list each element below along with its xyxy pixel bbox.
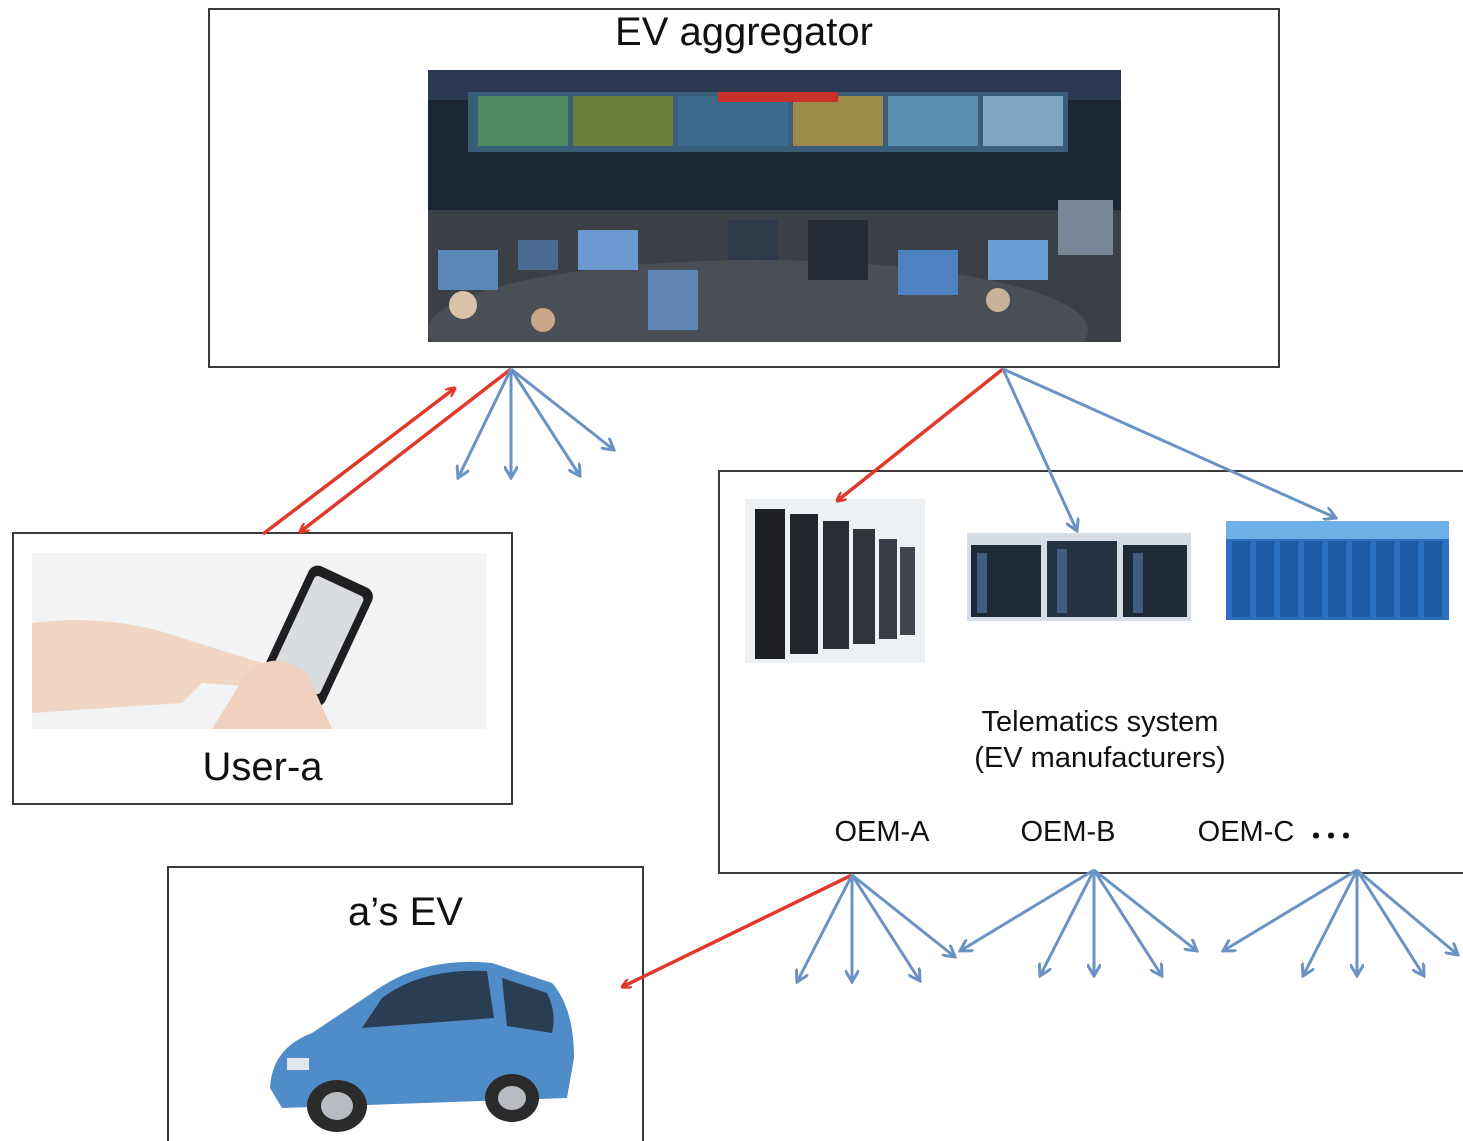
blue-arrow-oem-a-fan-1	[797, 874, 854, 982]
blue-arrow-aggregator-fan-1	[458, 368, 513, 478]
oem-b-label: OEM-B	[1020, 816, 1116, 848]
blue-arrow-oem-a-fan-3	[850, 874, 920, 981]
blue-arrow-oem-b-fan-5	[1093, 868, 1197, 951]
oem-c-label: OEM-C	[1197, 816, 1295, 848]
blue-arrow-oem-b-fan-4	[1092, 869, 1162, 976]
ev-label: a’s EV	[348, 890, 463, 934]
telematics-title-line1: Telematics system	[981, 706, 1219, 738]
red-arrow-user-to-aggregator	[261, 388, 455, 536]
aggregator-title: EV aggregator	[615, 10, 873, 54]
more-oems-ellipsis: ･･･	[1308, 821, 1354, 854]
red-arrow-oem-a-to-ev	[622, 873, 853, 987]
blue-arrow-oem-b-fan-1	[960, 868, 1095, 951]
blue-arrow-oem-c-fan-1	[1223, 868, 1358, 951]
blue-arrow-aggregator-fan-3	[509, 368, 580, 476]
blue-arrow-aggregator-to-oem-b	[1001, 368, 1077, 531]
blue-arrow-aggregator-fan-4	[510, 367, 614, 450]
blue-arrow-oem-c-fan-5	[1356, 868, 1458, 955]
red-arrow-aggregator-to-oem-a	[837, 367, 1005, 501]
control-room-image	[428, 70, 1121, 342]
server-rack-image-2	[967, 533, 1191, 621]
server-rack-image-1	[745, 499, 925, 663]
user-label: User-a	[202, 745, 323, 789]
ev-car-image	[262, 938, 582, 1138]
blue-arrow-oem-b-fan-2	[1040, 869, 1096, 976]
telematics-title-line2: (EV manufacturers)	[974, 742, 1226, 774]
blue-arrow-aggregator-to-oem-c	[1002, 367, 1336, 518]
oem-a-label: OEM-A	[834, 816, 930, 848]
blue-arrow-oem-a-fan-4	[851, 873, 955, 957]
blue-arrow-oem-c-fan-2	[1303, 869, 1359, 976]
smartphone-hand-image	[32, 553, 486, 729]
server-rack-image-3	[1226, 521, 1449, 620]
red-arrow-aggregator-to-user	[300, 367, 513, 532]
blue-arrow-oem-c-fan-4	[1355, 869, 1424, 976]
